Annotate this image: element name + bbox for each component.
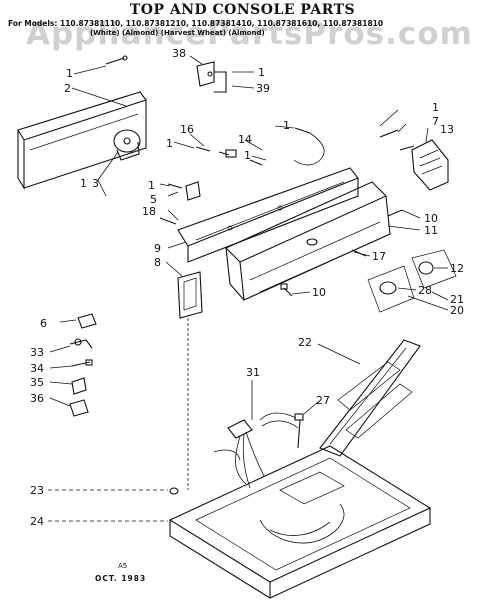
callout-9: 9 <box>154 242 161 255</box>
callout-1: 1 <box>283 119 290 132</box>
screw-icon <box>195 127 325 166</box>
rear-trim-panel <box>17 91 147 190</box>
callout-1: 1 <box>66 67 73 80</box>
watermark: AppliancePartsPros.com <box>26 16 473 52</box>
dryer-top-panel <box>168 445 432 599</box>
lint-filter-icon <box>319 339 421 457</box>
callout-1: 1 <box>148 179 155 192</box>
wiring-harness-icon <box>213 412 299 489</box>
callout-21: 21 <box>450 293 464 306</box>
knob-icon <box>351 209 457 313</box>
footer-date: OCT. 1983 <box>95 574 147 583</box>
callout-5: 5 <box>150 193 157 206</box>
callout-17: 17 <box>372 250 386 263</box>
callout-7: 7 <box>432 115 439 128</box>
callout-3: 3 <box>92 177 99 190</box>
callout-16: 16 <box>180 123 194 136</box>
timer-icon <box>113 129 141 161</box>
callout-6: 6 <box>40 317 47 330</box>
callout-23: 23 <box>30 484 44 497</box>
callout-14: 14 <box>238 133 252 146</box>
callout-24: 24 <box>30 515 44 528</box>
callout-28: 28 <box>418 284 432 297</box>
callout-2: 2 <box>64 82 71 95</box>
callout-11: 11 <box>424 224 438 237</box>
console-rear-panel <box>177 167 359 263</box>
small-parts-kit <box>69 313 97 417</box>
control-housing-icon <box>379 129 449 191</box>
callout-1: 1 <box>80 177 87 190</box>
callout-1: 1 <box>432 101 439 114</box>
callout-27: 27 <box>316 394 330 407</box>
bracket-icon <box>196 61 227 93</box>
callout-1: 1 <box>258 66 265 79</box>
callout-12: 12 <box>450 262 464 275</box>
callout-39: 39 <box>256 82 270 95</box>
leader-lines <box>48 55 449 522</box>
callout-1: 1 <box>244 149 251 162</box>
switch-icon <box>159 181 201 225</box>
callout-20: 20 <box>450 304 464 317</box>
footer-code: A5 <box>118 562 128 570</box>
models-line: For Models: 110.87381110, 110.87381210, … <box>8 19 384 28</box>
callout-31: 31 <box>246 366 260 379</box>
screw-icon <box>105 55 128 65</box>
diagram-title: TOP AND CONSOLE PARTS <box>129 2 356 18</box>
screw-icon <box>280 283 293 297</box>
callout-13: 13 <box>440 123 454 136</box>
screw-icon <box>294 413 304 449</box>
callout-33: 33 <box>30 346 44 359</box>
callout-8: 8 <box>154 256 161 269</box>
foot-pad-icon <box>169 487 179 495</box>
console-front-panel <box>225 181 391 301</box>
callout-10: 10 <box>312 286 326 299</box>
callout-36: 36 <box>30 392 44 405</box>
lamp-bracket-icon <box>177 271 203 490</box>
callout-34: 34 <box>30 362 44 375</box>
callout-10: 10 <box>424 212 438 225</box>
callout-labels: 1 2 38 1 39 1 7 13 16 14 1 1 1 1 3 1 5 1… <box>30 47 464 528</box>
color-line: (White) (Almond) (Harvest Wheat) (Almond… <box>90 29 265 37</box>
callout-22: 22 <box>298 336 312 349</box>
callout-18: 18 <box>142 205 156 218</box>
callout-35: 35 <box>30 376 44 389</box>
callout-38: 38 <box>172 47 186 60</box>
callout-1: 1 <box>166 137 173 150</box>
